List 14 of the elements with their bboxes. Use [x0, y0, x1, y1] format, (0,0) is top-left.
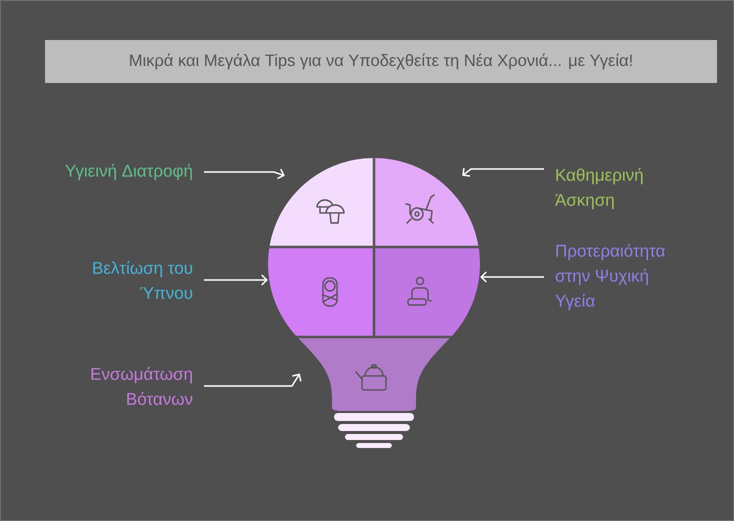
arrow — [204, 373, 302, 387]
arrow — [204, 168, 285, 180]
arrow — [480, 271, 544, 283]
label-text: Βελτίωση του Ύπνου — [93, 261, 192, 299]
bulb-segment — [269, 158, 374, 247]
arrow — [462, 168, 544, 177]
bulb-segment — [374, 158, 479, 247]
label-text: Καθημερινή Άσκηση — [555, 168, 643, 210]
label-text: Υγιεινή Διατροφή — [65, 164, 192, 180]
label-text: Προτεραιότητα στην Ψυχική Υγεία — [555, 244, 665, 310]
title-banner: Μικρά και Μεγάλα Tips για να Υποδεχθείτε τη Νέα Χρονιά... με Υγεία! — [45, 40, 717, 83]
bulb-segment — [297, 336, 451, 411]
label-text: Ενσωμάτωση Βότανων — [91, 367, 192, 405]
arrow — [204, 274, 268, 286]
